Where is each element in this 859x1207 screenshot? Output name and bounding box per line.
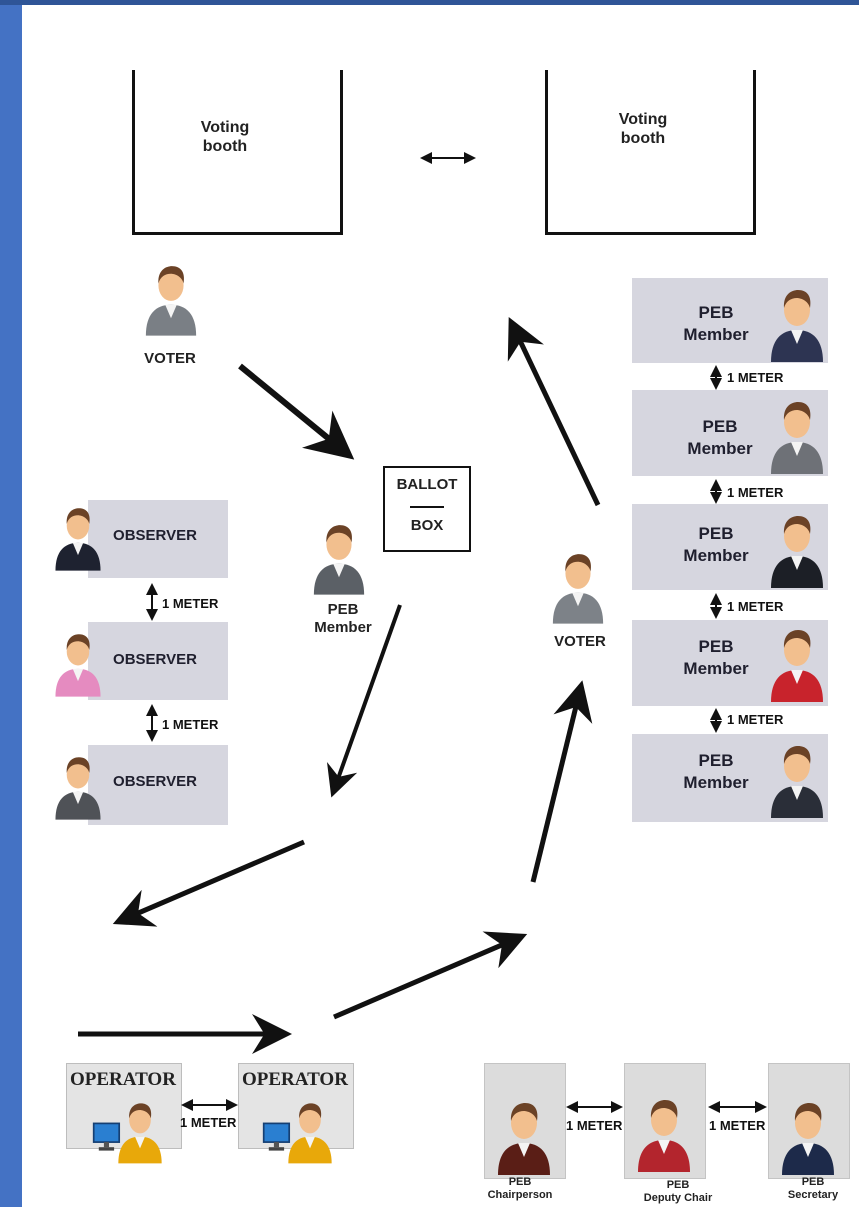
chairperson-person-icon bbox=[498, 1103, 550, 1175]
operator-label-1: OPERATOR bbox=[70, 1069, 176, 1090]
ballot-box-bottom-label: BOX bbox=[410, 517, 444, 534]
peb-member-center-person-icon bbox=[313, 525, 365, 595]
operator-2-computer-icon bbox=[262, 1122, 291, 1152]
peb-member-2-person-icon bbox=[771, 402, 823, 474]
flow-arrow-operator-up bbox=[333, 931, 528, 1020]
observer-box-1 bbox=[88, 500, 228, 578]
voter-top-person-icon bbox=[145, 266, 197, 336]
voting-booth-right-label: Voting booth bbox=[618, 111, 668, 148]
peb-distance-label-4: 1 METER bbox=[727, 712, 784, 727]
observer-distance-label-2: 1 METER bbox=[162, 717, 219, 732]
flow-arrow-up-to-voter bbox=[530, 680, 593, 883]
peb-member-label-2: PEB Member bbox=[687, 417, 753, 459]
peb-distance-label-1: 1 METER bbox=[727, 370, 784, 385]
voting-booth-right bbox=[545, 70, 756, 235]
peb-member-label-3: PEB Member bbox=[683, 524, 749, 566]
voting-booth-left-label: Voting booth bbox=[200, 119, 250, 156]
peb-distance-label-3: 1 METER bbox=[727, 599, 784, 614]
operator-label-2: OPERATOR bbox=[242, 1069, 348, 1090]
observer-2-person-icon bbox=[55, 634, 101, 697]
ballot-box bbox=[383, 466, 471, 552]
operator-2-person-icon bbox=[288, 1103, 332, 1164]
ballot-box-divider bbox=[410, 506, 444, 508]
voting-booth-left bbox=[132, 70, 343, 235]
operator-1-computer-icon bbox=[92, 1122, 121, 1152]
deputy-chair-person-icon bbox=[638, 1100, 690, 1172]
secretary-person-icon bbox=[782, 1103, 834, 1175]
flow-arrow-voter-to-ballot bbox=[238, 363, 355, 460]
flow-arrow-to-left bbox=[112, 839, 305, 927]
observer-box-2 bbox=[88, 622, 228, 700]
peb-member-center-label: PEB Member bbox=[314, 601, 372, 636]
peb-member-label-5: PEB Member bbox=[683, 751, 749, 793]
operator-distance-label: 1 METER bbox=[180, 1115, 237, 1130]
observer-label-2: OBSERVER bbox=[113, 651, 197, 668]
peb-member-label-1: PEB Member bbox=[683, 303, 749, 345]
observer-label-1: OBSERVER bbox=[113, 527, 197, 544]
observer-box-3 bbox=[88, 745, 228, 825]
peb-member-1-person-icon bbox=[771, 290, 823, 362]
peb-member-3-person-icon bbox=[771, 516, 823, 588]
voter-right-person-icon bbox=[552, 554, 604, 624]
flow-arrow-up-to-booth bbox=[507, 316, 601, 507]
operator-1-person-icon bbox=[118, 1103, 162, 1164]
flow-arrow-member-down bbox=[326, 604, 402, 798]
observer-1-person-icon bbox=[55, 508, 101, 571]
left-accent-bar bbox=[0, 0, 22, 1207]
official-distance-label-2: 1 METER bbox=[709, 1118, 766, 1133]
peb-member-5-person-icon bbox=[771, 746, 823, 818]
top-accent-bar bbox=[0, 0, 859, 5]
operator-box-2 bbox=[238, 1063, 354, 1149]
voter-label-right: VOTER bbox=[554, 633, 606, 650]
voter-label-top: VOTER bbox=[144, 350, 196, 367]
deputy-chair-label: PEB Deputy Chair bbox=[643, 1179, 713, 1204]
observer-distance-label-1: 1 METER bbox=[162, 596, 219, 611]
observer-3-person-icon bbox=[55, 757, 101, 820]
peb-distance-label-2: 1 METER bbox=[727, 485, 784, 500]
secretary-label: PEB Secretary bbox=[787, 1176, 839, 1201]
chairperson-label: PEB Chairperson bbox=[487, 1176, 553, 1201]
peb-member-label-4: PEB Member bbox=[683, 637, 749, 679]
ballot-box-top-label: BALLOT bbox=[396, 476, 458, 493]
observer-label-3: OBSERVER bbox=[113, 773, 197, 790]
peb-member-4-person-icon bbox=[771, 630, 823, 702]
official-distance-label-1: 1 METER bbox=[566, 1118, 623, 1133]
